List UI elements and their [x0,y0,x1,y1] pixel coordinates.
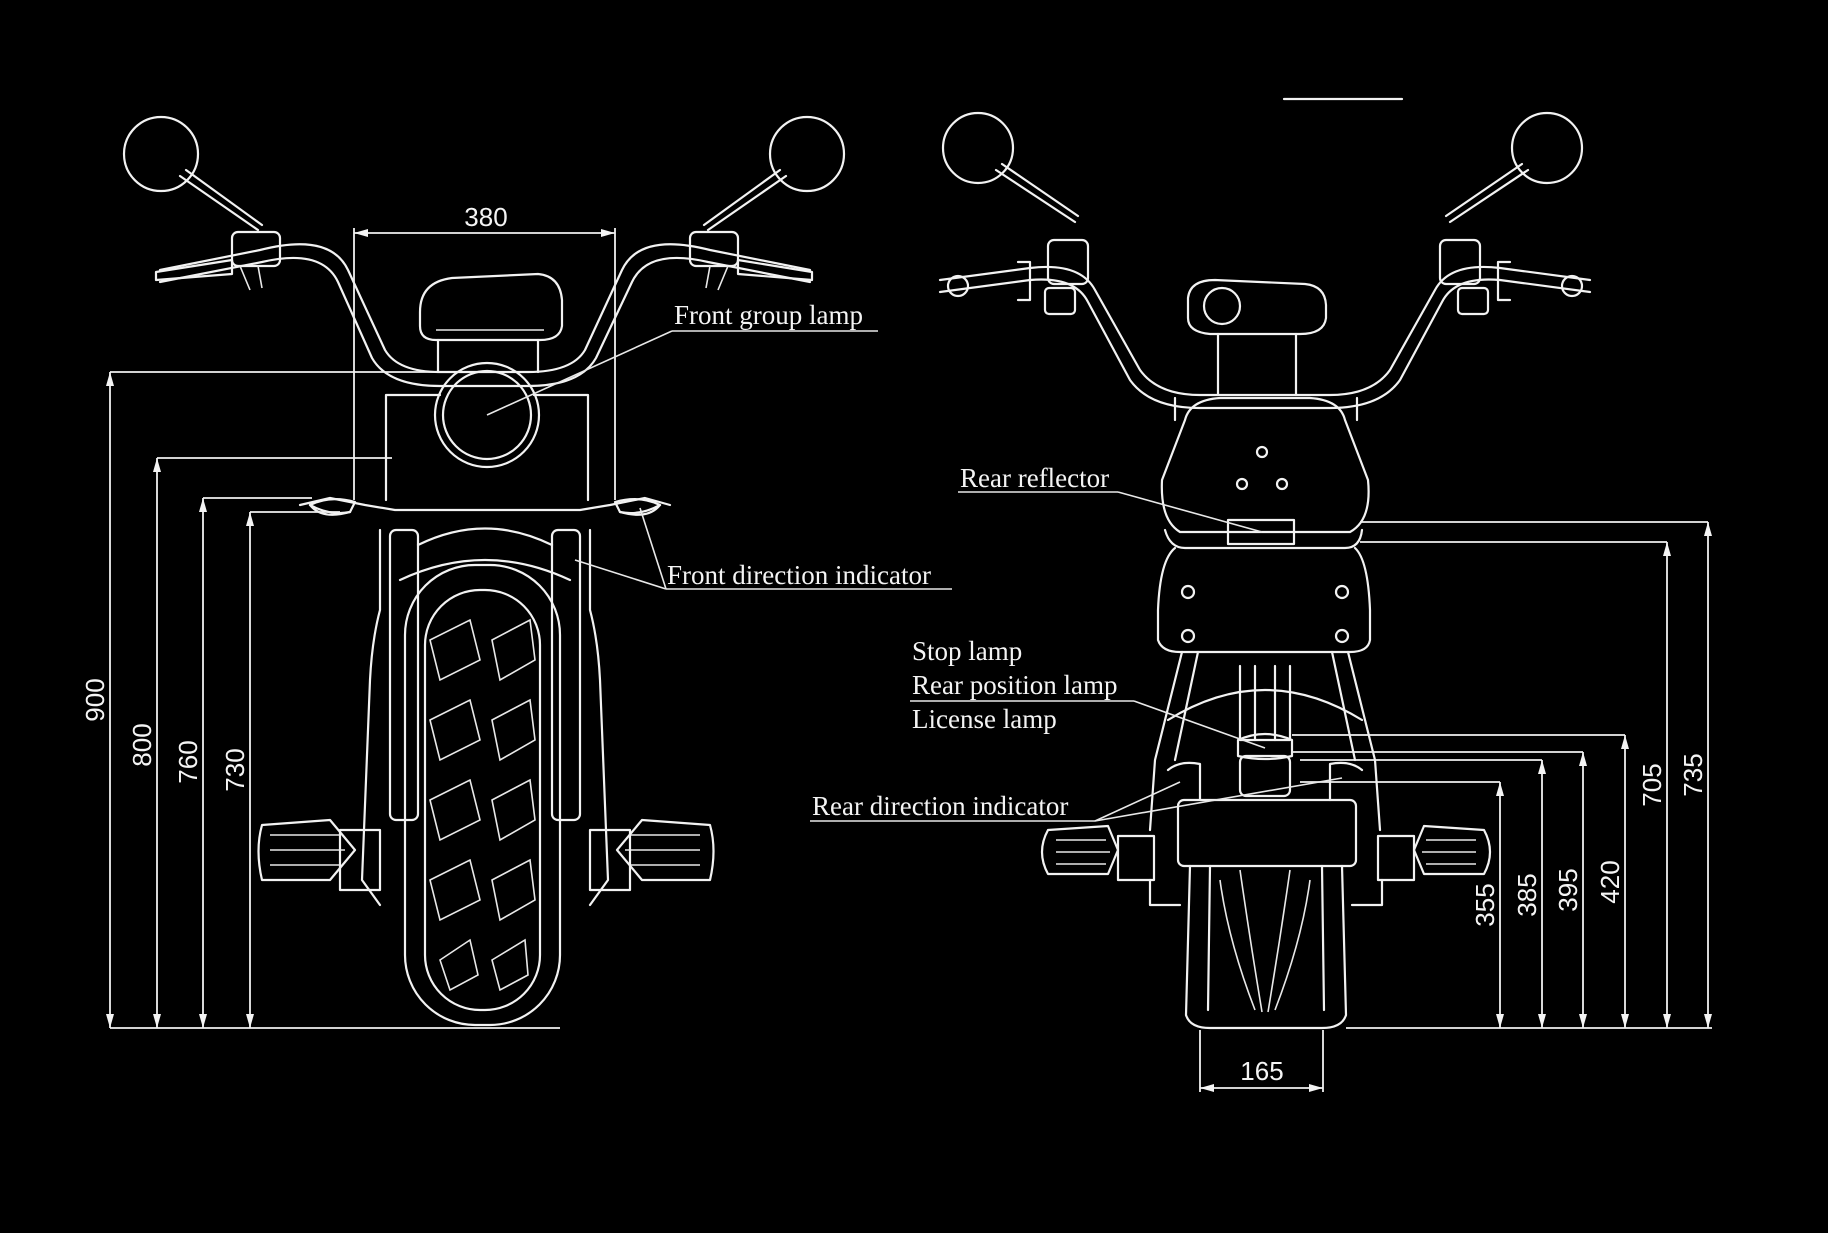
front-tyre [403,563,562,1027]
rear-indicators [1040,824,1492,907]
front-handlebar [154,230,814,388]
rear-width-label: 165 [1240,1056,1283,1086]
rear-tyre [1184,864,1348,1030]
rear-height-705: 705 [1637,763,1667,806]
front-callouts: Front group lamp Front direction indicat… [486,300,952,590]
front-indicators [308,498,662,515]
front-mirrors [122,115,846,232]
front-width-label: 380 [464,202,507,232]
callout-front-direction-indicator: Front direction indicator [667,560,931,590]
front-height-800: 800 [127,723,157,766]
front-view: 380 900 800 760 730 [80,115,952,1029]
front-height-dimensions: 900 800 760 730 [80,371,560,1029]
callout-rear-reflector: Rear reflector [960,463,1109,493]
rear-height-420: 420 [1595,860,1625,903]
rear-height-395: 395 [1553,868,1583,911]
callout-license-lamp: License lamp [912,704,1057,734]
callout-rear-direction-indicator: Rear direction indicator [812,791,1068,821]
rear-view: 165 355 385 395 420 [810,97,1712,1092]
rear-display [1186,278,1328,397]
front-height-900: 900 [80,678,110,721]
front-width-dimension: 380 [353,202,616,500]
rear-width-dimension: 165 [1199,1030,1324,1092]
rear-mirrors [941,111,1584,224]
callout-front-group-lamp: Front group lamp [674,300,863,330]
front-display [418,272,564,374]
rear-height-355: 355 [1470,883,1500,926]
front-height-760: 760 [173,740,203,783]
callout-rear-position-lamp: Rear position lamp [912,670,1117,700]
rear-height-385: 385 [1512,873,1542,916]
front-headlamp [384,361,590,502]
rear-callouts: Rear reflector Stop lamp Rear position l… [810,463,1343,822]
callout-stop-lamp: Stop lamp [912,636,1022,666]
front-footrests [257,818,715,892]
rear-height-735: 735 [1678,753,1708,796]
rear-body [1148,396,1382,868]
rear-handlebar [938,238,1592,410]
front-height-730: 730 [220,748,250,791]
rear-height-dimensions: 355 385 395 420 705 735 [1292,521,1712,1029]
front-fork [298,496,672,907]
